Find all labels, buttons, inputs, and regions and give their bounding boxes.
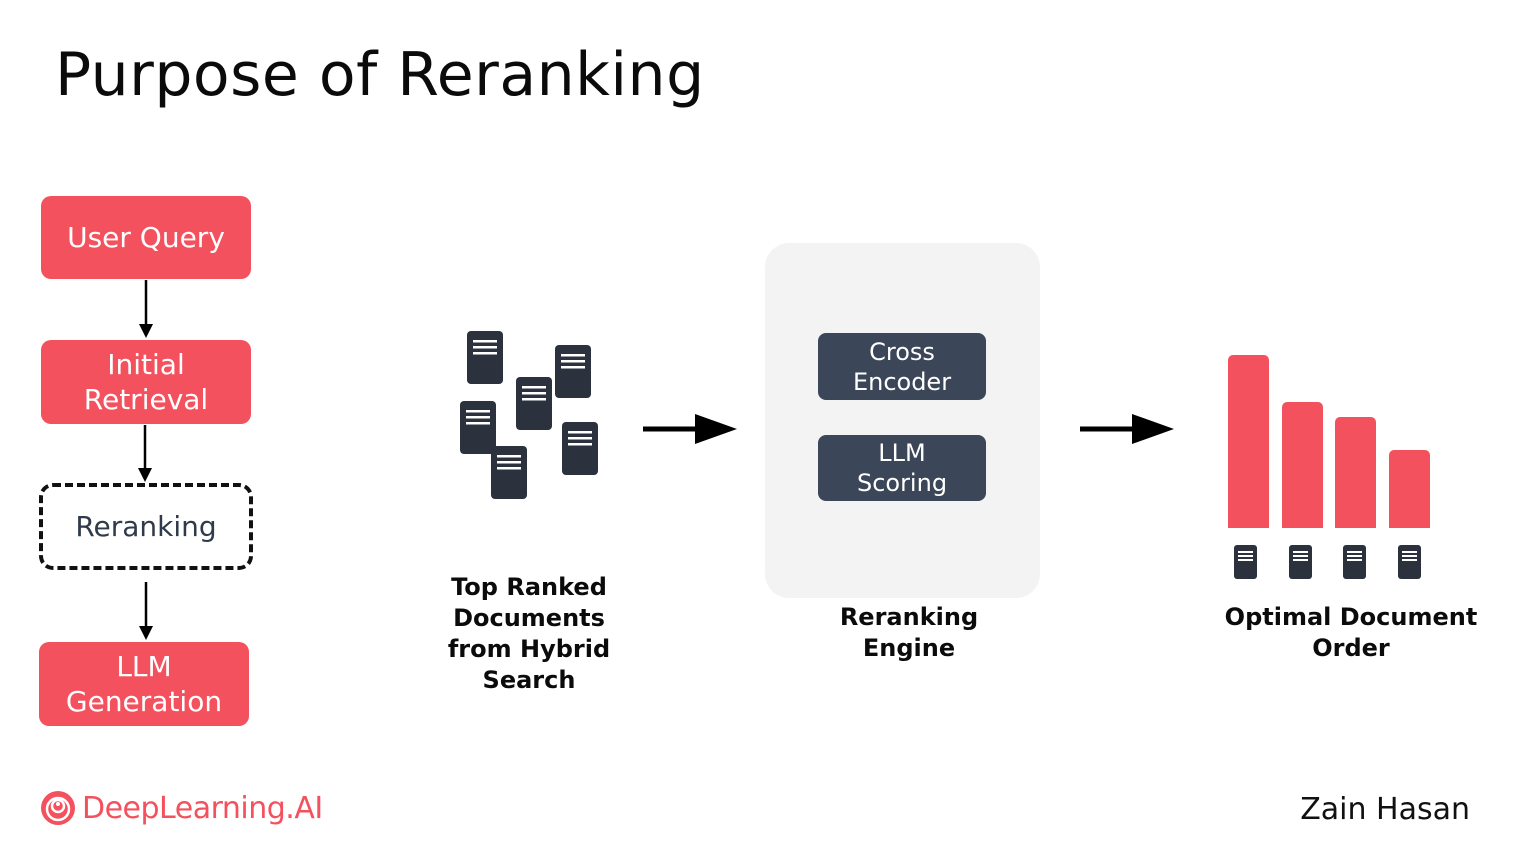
cross-encoder-line1: Cross	[869, 337, 935, 366]
deeplearning-logo-icon	[41, 791, 75, 825]
relevance-bar-3	[1335, 417, 1376, 528]
engine-caption-line2: Engine	[862, 634, 956, 662]
document-icon	[1398, 545, 1421, 579]
document-icon	[555, 345, 591, 398]
optimal-order-caption: Optimal Document Order	[1212, 602, 1490, 664]
deeplearning-ai-logo: DeepLearning.AI	[40, 790, 323, 826]
relevance-bar-4	[1388, 450, 1430, 528]
llm-generation-box: LLM Generation	[39, 642, 249, 726]
initial-retrieval-box: Initial Retrieval	[41, 340, 251, 424]
reranking-step-box: Reranking	[39, 483, 253, 570]
document-icon	[491, 446, 527, 499]
documents-caption-line1: Top Ranked	[451, 573, 607, 601]
document-icon	[562, 422, 598, 475]
relevance-bar-1	[1228, 355, 1269, 528]
flow-arrow-2	[138, 425, 152, 482]
arrow-to-engine	[643, 414, 737, 444]
initial-retrieval-label-line1: Initial	[107, 348, 185, 381]
reranking-engine-panel	[765, 243, 1040, 598]
documents-caption-line3: from Hybrid	[447, 635, 611, 663]
user-query-label: User Query	[67, 221, 225, 254]
document-icon	[467, 331, 503, 384]
flow-arrow-1	[139, 280, 153, 338]
llm-generation-label-line1: LLM	[116, 650, 172, 683]
document-icon	[516, 377, 552, 430]
document-icon	[1343, 545, 1366, 579]
documents-caption: Top Ranked Documents from Hybrid Search	[430, 572, 628, 696]
reranking-step-label: Reranking	[75, 510, 217, 543]
user-query-box: User Query	[41, 196, 251, 279]
page-title: Purpose of Reranking	[55, 40, 705, 110]
documents-caption-line4: Search	[482, 666, 576, 694]
llm-generation-label-line2: Generation	[65, 685, 223, 718]
llm-scoring-line2: Scoring	[856, 469, 948, 497]
document-icon	[1289, 545, 1312, 579]
llm-scoring-chip: LLM Scoring	[818, 435, 986, 501]
engine-caption-line1: Reranking	[839, 603, 979, 631]
arrow-to-optimal	[1080, 414, 1174, 444]
flow-arrow-3	[139, 582, 153, 640]
optimal-caption-line1: Optimal Document	[1224, 603, 1478, 631]
logo-text: DeepLearning.AI	[82, 790, 323, 826]
ranked-document-icons	[1234, 545, 1421, 579]
author-name: Zain Hasan	[1300, 792, 1470, 827]
relevance-bar-2	[1281, 402, 1323, 528]
document-icon	[460, 401, 496, 454]
optimal-caption-line2: Order	[1312, 634, 1390, 662]
documents-caption-line2: Documents	[453, 604, 605, 632]
document-icon-cluster	[460, 331, 598, 499]
reranking-engine-caption: Reranking Engine	[800, 602, 1018, 664]
initial-retrieval-label-line2: Retrieval	[83, 383, 209, 416]
document-icon	[1234, 545, 1257, 579]
cross-encoder-chip: Cross Encoder	[818, 333, 986, 400]
llm-scoring-line1: LLM	[878, 439, 926, 467]
cross-encoder-line2: Encoder	[852, 367, 952, 396]
